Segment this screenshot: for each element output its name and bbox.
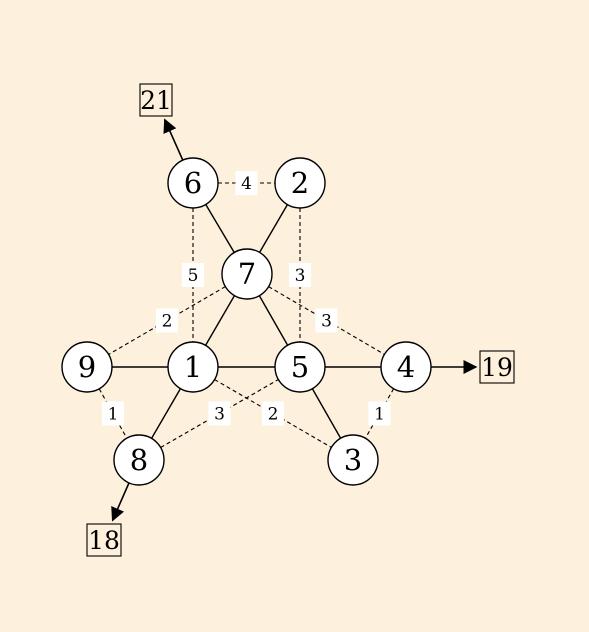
edge-weight-text: 2	[268, 405, 279, 425]
edge-weight-label: 2	[262, 401, 284, 426]
node-label: 9	[78, 350, 96, 384]
terminal-label: 18	[88, 526, 120, 555]
terminal-box-18: 18	[86, 523, 122, 557]
edge-weight-text: 5	[188, 266, 199, 286]
node-6: 6	[167, 157, 219, 209]
dashed-edge-1-3	[214, 379, 332, 448]
edge-weight-label: 1	[102, 401, 124, 426]
edge-weight-background	[102, 401, 124, 426]
terminal-label: 19	[481, 353, 513, 382]
terminal-arrows	[111, 118, 478, 522]
edge-weight-background	[289, 263, 311, 287]
nodes: 6 2 7 9 1 5 4 8 3	[61, 157, 432, 486]
node-circle	[113, 434, 165, 486]
edge-weight-label: 1	[368, 401, 391, 426]
solid-edge-5-3	[311, 388, 342, 439]
node-3: 3	[327, 434, 379, 486]
node-1: 1	[167, 341, 219, 393]
edge-weight-text: 3	[295, 266, 306, 286]
dashed-edge-8-5	[160, 379, 279, 448]
node-label: 5	[291, 350, 309, 384]
dashed-edges	[98, 182, 395, 448]
edge-weight-label: 3	[315, 308, 338, 333]
node-label: 3	[344, 443, 362, 477]
edge-weight-text: 4	[241, 174, 252, 194]
dashed-edge-7-4	[268, 286, 385, 355]
edge-weight-text: 2	[162, 312, 173, 332]
node-label: 8	[130, 443, 148, 477]
node-5: 5	[274, 341, 326, 393]
node-label: 1	[184, 350, 202, 384]
edge-weight-label: 4	[235, 171, 258, 195]
node-label: 2	[291, 166, 309, 200]
node-circle	[167, 341, 219, 393]
edge-weight-text: 3	[214, 405, 225, 425]
node-circle	[274, 157, 326, 209]
node-label: 6	[184, 166, 202, 200]
edge-weight-background	[208, 401, 231, 426]
dashed-edge-7-9	[108, 286, 226, 355]
node-8: 8	[113, 434, 165, 486]
edge-weight-background	[368, 401, 391, 426]
solid-edge-2-7	[258, 204, 289, 253]
solid-edges	[112, 204, 381, 439]
solid-edge-6-7	[205, 204, 235, 253]
edge-weight-label: 3	[289, 263, 311, 287]
terminal-box-frame	[479, 350, 515, 384]
edge-weight-background	[182, 263, 204, 287]
edge-weight-background	[235, 171, 258, 195]
edge-weight-label: 2	[156, 308, 178, 333]
edge-weight-label: 3	[208, 401, 231, 426]
terminal-arrow-21	[163, 118, 184, 161]
edge-weight-background	[262, 401, 284, 426]
edge-weight-label: 5	[182, 263, 204, 287]
node-circle	[167, 157, 219, 209]
edge-weight-text: 1	[108, 405, 119, 425]
edge-weight-text: 3	[321, 312, 332, 332]
edge-weight-background	[315, 308, 338, 333]
terminal-box-frame	[86, 523, 122, 557]
solid-edge-1-8	[150, 388, 182, 439]
node-circle	[327, 434, 379, 486]
terminal-box-21: 21	[139, 83, 173, 117]
node-circle	[380, 341, 432, 393]
node-4: 4	[380, 341, 432, 393]
solid-edge-7-5	[258, 295, 289, 346]
edge-weight-text: 1	[374, 405, 385, 425]
node-label: 4	[397, 350, 415, 384]
node-label: 7	[238, 257, 256, 291]
node-7: 7	[221, 248, 273, 300]
node-9: 9	[61, 341, 113, 393]
node-2: 2	[274, 157, 326, 209]
node-circle	[221, 248, 273, 300]
node-circle	[61, 341, 113, 393]
solid-edge-7-1	[204, 295, 236, 346]
terminal-arrow-18	[111, 482, 130, 522]
terminal-box-19: 19	[479, 350, 515, 384]
node-circle	[274, 341, 326, 393]
terminal-label: 21	[140, 86, 172, 115]
edge-weight-background	[156, 308, 178, 333]
terminal-box-frame	[139, 83, 173, 117]
